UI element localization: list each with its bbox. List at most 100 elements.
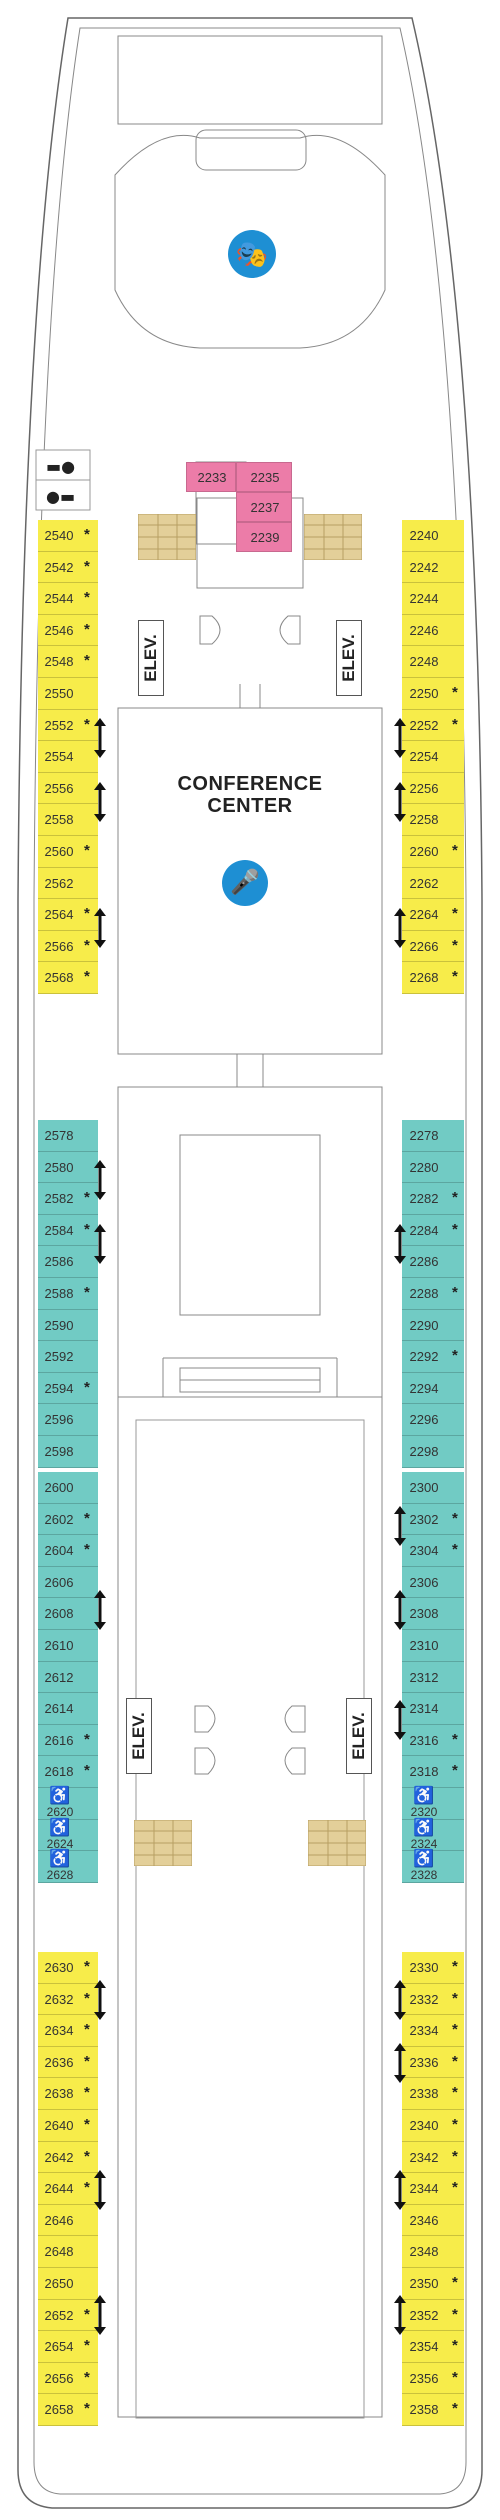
cabin-2338[interactable]: 2338* <box>402 2078 464 2110</box>
cabin-2606[interactable]: 2606 <box>38 1566 98 1599</box>
cabin-2586[interactable]: 2586 <box>38 1246 98 1278</box>
cabin-2636[interactable]: 2636* <box>38 2046 98 2079</box>
cabin-2246[interactable]: 2246 <box>402 614 464 647</box>
cabin-2254[interactable]: 2254 <box>402 741 464 773</box>
cabin-2306[interactable]: 2306 <box>402 1566 464 1599</box>
cabin-2282[interactable]: 2282* <box>402 1183 464 1215</box>
cabin-2578[interactable]: 2578 <box>38 1120 98 1152</box>
cabin-2546[interactable]: 2546* <box>38 614 98 647</box>
cabin-2244[interactable]: 2244 <box>402 583 464 615</box>
cabin-2248[interactable]: 2248 <box>402 646 464 678</box>
cabin-2656[interactable]: 2656* <box>38 2362 98 2395</box>
cabin-2624[interactable]: ♿2624 <box>38 1818 98 1852</box>
cabin-2352[interactable]: 2352* <box>402 2299 464 2332</box>
cabin-2648[interactable]: 2648 <box>38 2236 98 2268</box>
cabin-2239[interactable]: 2239 <box>236 522 292 552</box>
cabin-2344[interactable]: 2344* <box>402 2173 464 2205</box>
cabin-2592[interactable]: 2592 <box>38 1341 98 1373</box>
cabin-2294[interactable]: 2294 <box>402 1372 464 1405</box>
cabin-2620[interactable]: ♿2620 <box>38 1786 98 1820</box>
cabin-2600[interactable]: 2600 <box>38 1472 98 1504</box>
cabin-2318[interactable]: 2318* <box>402 1756 464 1788</box>
cabin-2562[interactable]: 2562 <box>38 867 98 900</box>
cabin-2340[interactable]: 2340* <box>402 2110 464 2142</box>
cabin-2260[interactable]: 2260* <box>402 836 464 868</box>
cabin-2334[interactable]: 2334* <box>402 2015 464 2047</box>
cabin-2638[interactable]: 2638* <box>38 2078 98 2110</box>
cabin-2580[interactable]: 2580 <box>38 1151 98 1184</box>
cabin-2614[interactable]: 2614 <box>38 1693 98 1725</box>
cabin-2358[interactable]: 2358* <box>402 2394 464 2426</box>
cabin-2308[interactable]: 2308 <box>402 1598 464 1630</box>
cabin-2324[interactable]: ♿2324 <box>402 1818 464 1852</box>
cabin-2542[interactable]: 2542* <box>38 551 98 584</box>
cabin-2642[interactable]: 2642* <box>38 2141 98 2174</box>
cabin-2298[interactable]: 2298 <box>402 1436 464 1468</box>
cabin-2256[interactable]: 2256 <box>402 772 464 805</box>
cabin-2632[interactable]: 2632* <box>38 1983 98 2016</box>
cabin-2314[interactable]: 2314 <box>402 1693 464 1725</box>
cabin-2250[interactable]: 2250* <box>402 678 464 710</box>
cabin-2608[interactable]: 2608 <box>38 1598 98 1630</box>
cabin-2302[interactable]: 2302* <box>402 1503 464 1536</box>
cabin-2628[interactable]: ♿2628 <box>38 1849 98 1883</box>
cabin-2252[interactable]: 2252* <box>402 709 464 742</box>
cabin-2556[interactable]: 2556 <box>38 772 98 805</box>
cabin-2356[interactable]: 2356* <box>402 2362 464 2395</box>
cabin-2262[interactable]: 2262 <box>402 867 464 900</box>
cabin-2258[interactable]: 2258 <box>402 804 464 836</box>
cabin-2284[interactable]: 2284* <box>402 1214 464 1247</box>
cabin-2288[interactable]: 2288* <box>402 1278 464 1310</box>
cabin-2554[interactable]: 2554 <box>38 741 98 773</box>
cabin-2264[interactable]: 2264* <box>402 899 464 931</box>
cabin-2310[interactable]: 2310 <box>402 1630 464 1662</box>
cabin-2552[interactable]: 2552* <box>38 709 98 742</box>
cabin-2350[interactable]: 2350* <box>402 2268 464 2300</box>
cabin-2290[interactable]: 2290 <box>402 1309 464 1342</box>
cabin-2594[interactable]: 2594* <box>38 1372 98 1405</box>
cabin-2342[interactable]: 2342* <box>402 2141 464 2174</box>
cabin-2237[interactable]: 2237 <box>236 492 292 522</box>
cabin-2596[interactable]: 2596 <box>38 1404 98 1436</box>
cabin-2354[interactable]: 2354* <box>402 2331 464 2363</box>
cabin-2630[interactable]: 2630* <box>38 1952 98 1984</box>
cabin-2610[interactable]: 2610 <box>38 1630 98 1662</box>
cabin-2558[interactable]: 2558 <box>38 804 98 836</box>
cabin-2328[interactable]: ♿2328 <box>402 1849 464 1883</box>
cabin-2604[interactable]: 2604* <box>38 1535 98 1567</box>
cabin-2640[interactable]: 2640* <box>38 2110 98 2142</box>
cabin-2316[interactable]: 2316* <box>402 1724 464 1757</box>
cabin-2278[interactable]: 2278 <box>402 1120 464 1152</box>
cabin-2300[interactable]: 2300 <box>402 1472 464 1504</box>
cabin-2304[interactable]: 2304* <box>402 1535 464 1567</box>
cabin-2634[interactable]: 2634* <box>38 2015 98 2047</box>
cabin-2658[interactable]: 2658* <box>38 2394 98 2426</box>
cabin-2588[interactable]: 2588* <box>38 1278 98 1310</box>
cabin-2330[interactable]: 2330* <box>402 1952 464 1984</box>
cabin-2618[interactable]: 2618* <box>38 1756 98 1788</box>
cabin-2602[interactable]: 2602* <box>38 1503 98 1536</box>
cabin-2560[interactable]: 2560* <box>38 836 98 868</box>
cabin-2654[interactable]: 2654* <box>38 2331 98 2363</box>
cabin-2240[interactable]: 2240 <box>402 520 464 552</box>
cabin-2568[interactable]: 2568* <box>38 962 98 994</box>
cabin-2286[interactable]: 2286 <box>402 1246 464 1278</box>
cabin-2280[interactable]: 2280 <box>402 1151 464 1184</box>
cabin-2650[interactable]: 2650 <box>38 2268 98 2300</box>
cabin-2540[interactable]: 2540* <box>38 520 98 552</box>
cabin-2616[interactable]: 2616* <box>38 1724 98 1757</box>
cabin-2612[interactable]: 2612 <box>38 1661 98 1694</box>
cabin-2644[interactable]: 2644* <box>38 2173 98 2205</box>
cabin-2346[interactable]: 2346 <box>402 2204 464 2237</box>
cabin-2332[interactable]: 2332* <box>402 1983 464 2016</box>
cabin-2582[interactable]: 2582* <box>38 1183 98 1215</box>
cabin-2548[interactable]: 2548* <box>38 646 98 678</box>
cabin-2646[interactable]: 2646 <box>38 2204 98 2237</box>
cabin-2584[interactable]: 2584* <box>38 1214 98 1247</box>
cabin-2268[interactable]: 2268* <box>402 962 464 994</box>
cabin-2544[interactable]: 2544* <box>38 583 98 615</box>
cabin-2296[interactable]: 2296 <box>402 1404 464 1436</box>
cabin-2235[interactable]: 2235 <box>236 462 292 492</box>
cabin-2312[interactable]: 2312 <box>402 1661 464 1694</box>
cabin-2566[interactable]: 2566* <box>38 930 98 963</box>
